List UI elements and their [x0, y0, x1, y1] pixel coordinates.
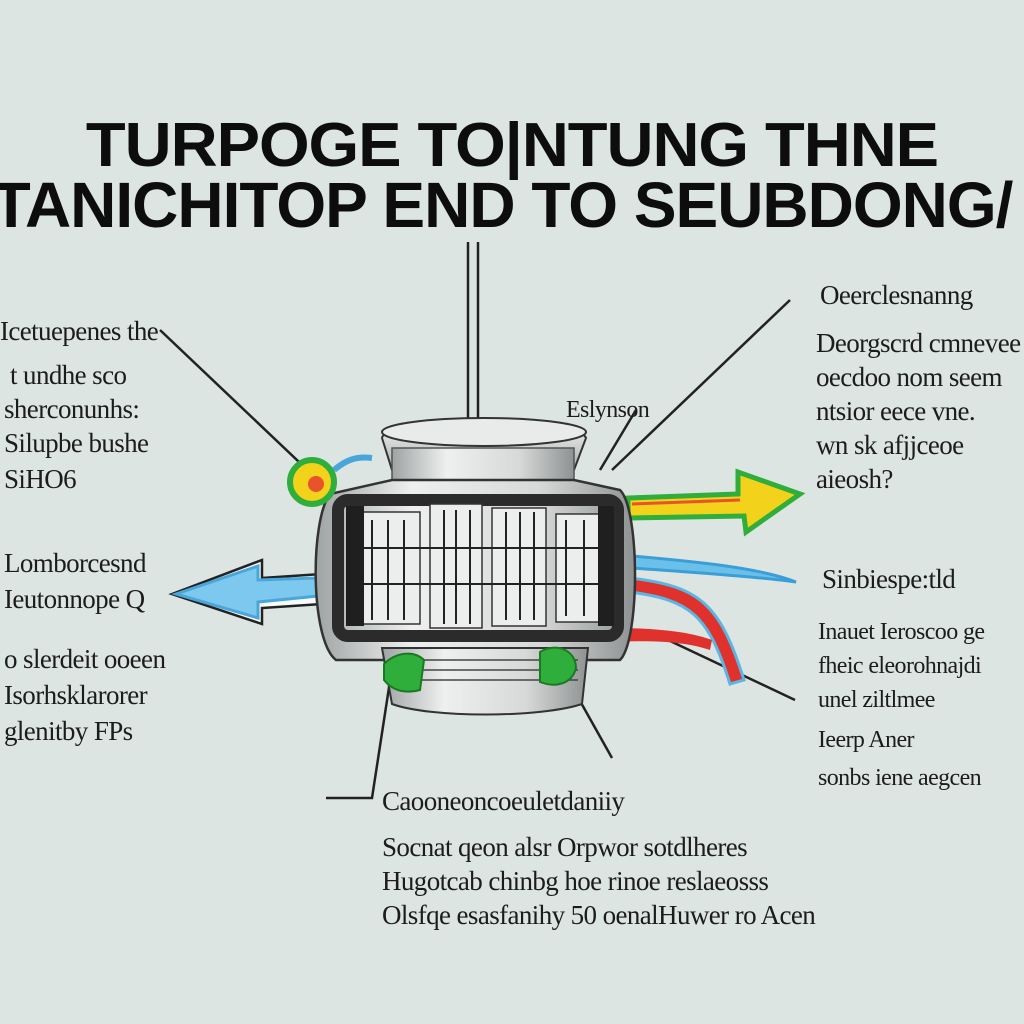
green-flange-icon [539, 646, 578, 686]
bottom-line-3: Olsfqe esasfanihy 50 oenalHuwer ro Acen [382, 900, 816, 930]
right-mid-heading: Sinbiespe:tld [822, 564, 956, 594]
left-bottom-line-1: o slerdeit ooeen [4, 644, 166, 674]
right-yellow-green-arrow [625, 468, 806, 537]
right-mid-line-3: unel ziltlmee [818, 687, 935, 713]
right-top-line-2: oecdoo nom seem [816, 362, 1003, 392]
green-flange-icon [383, 652, 426, 693]
left-top-line-3: sherconunhs: [4, 394, 140, 424]
leader-line-center-tag [598, 409, 638, 471]
left-bottom-line-3: glenitby FPs [4, 716, 133, 746]
turbocharger-cross-section [314, 417, 637, 716]
right-mid-line-4: Ieerp Aner [818, 727, 915, 753]
left-mid-line-2: Ieutonnope Q [4, 584, 145, 614]
right-top-line-3: ntsior eece vne. [816, 396, 976, 426]
bottom-heading: Caooneoncoeuletdaniiy [382, 786, 625, 816]
right-mid-line-1: Inauet Ieroscoo ge [818, 619, 985, 645]
leader-line-right-top [611, 299, 791, 471]
left-top-line-1: Icetuepenes the [0, 316, 159, 346]
left-blue-arrow [168, 558, 323, 626]
title-line-1: TURPOGE TO|NTUNG THNE [85, 111, 939, 180]
right-top-line-5: aieosh? [816, 464, 893, 494]
center-tag-label: Eslynson [566, 397, 650, 423]
left-bottom-line-2: Isorhsklarorer [4, 680, 148, 710]
leader-line-left-top [159, 329, 319, 481]
right-top-line-1: Deorgscrd cmnevee [816, 328, 1021, 358]
leader-line-bottom-left [326, 667, 394, 800]
green-port-ring [287, 454, 373, 507]
right-top-heading: Oeerclesnanng [820, 280, 973, 310]
blue-pipe-arrow [630, 554, 797, 584]
title-line-2: TANICHITOP END TO SEUBDONG/ [0, 169, 1013, 241]
left-mid-line-1: Lomborcesnd [4, 548, 146, 578]
right-mid-line-5: sonbs iene aegcen [818, 765, 982, 791]
right-top-line-4: wn sk afjjceoe [816, 430, 964, 460]
left-top-line-2: t undhe sco [10, 360, 127, 390]
red-pipe-arrow [612, 576, 746, 686]
left-top-line-5: SiHO6 [4, 464, 77, 494]
left-top-line-4: Silupbe bushe [4, 428, 149, 458]
leader-lines [159, 242, 796, 800]
bottom-line-2: Hugotcab chinbg hoe rinoe reslaeosss [382, 866, 769, 896]
bottom-line-1: Socnat qeon alsr Orpwor sotdlheres [382, 832, 748, 862]
right-mid-line-2: fheic eleorohnajdi [818, 653, 982, 679]
